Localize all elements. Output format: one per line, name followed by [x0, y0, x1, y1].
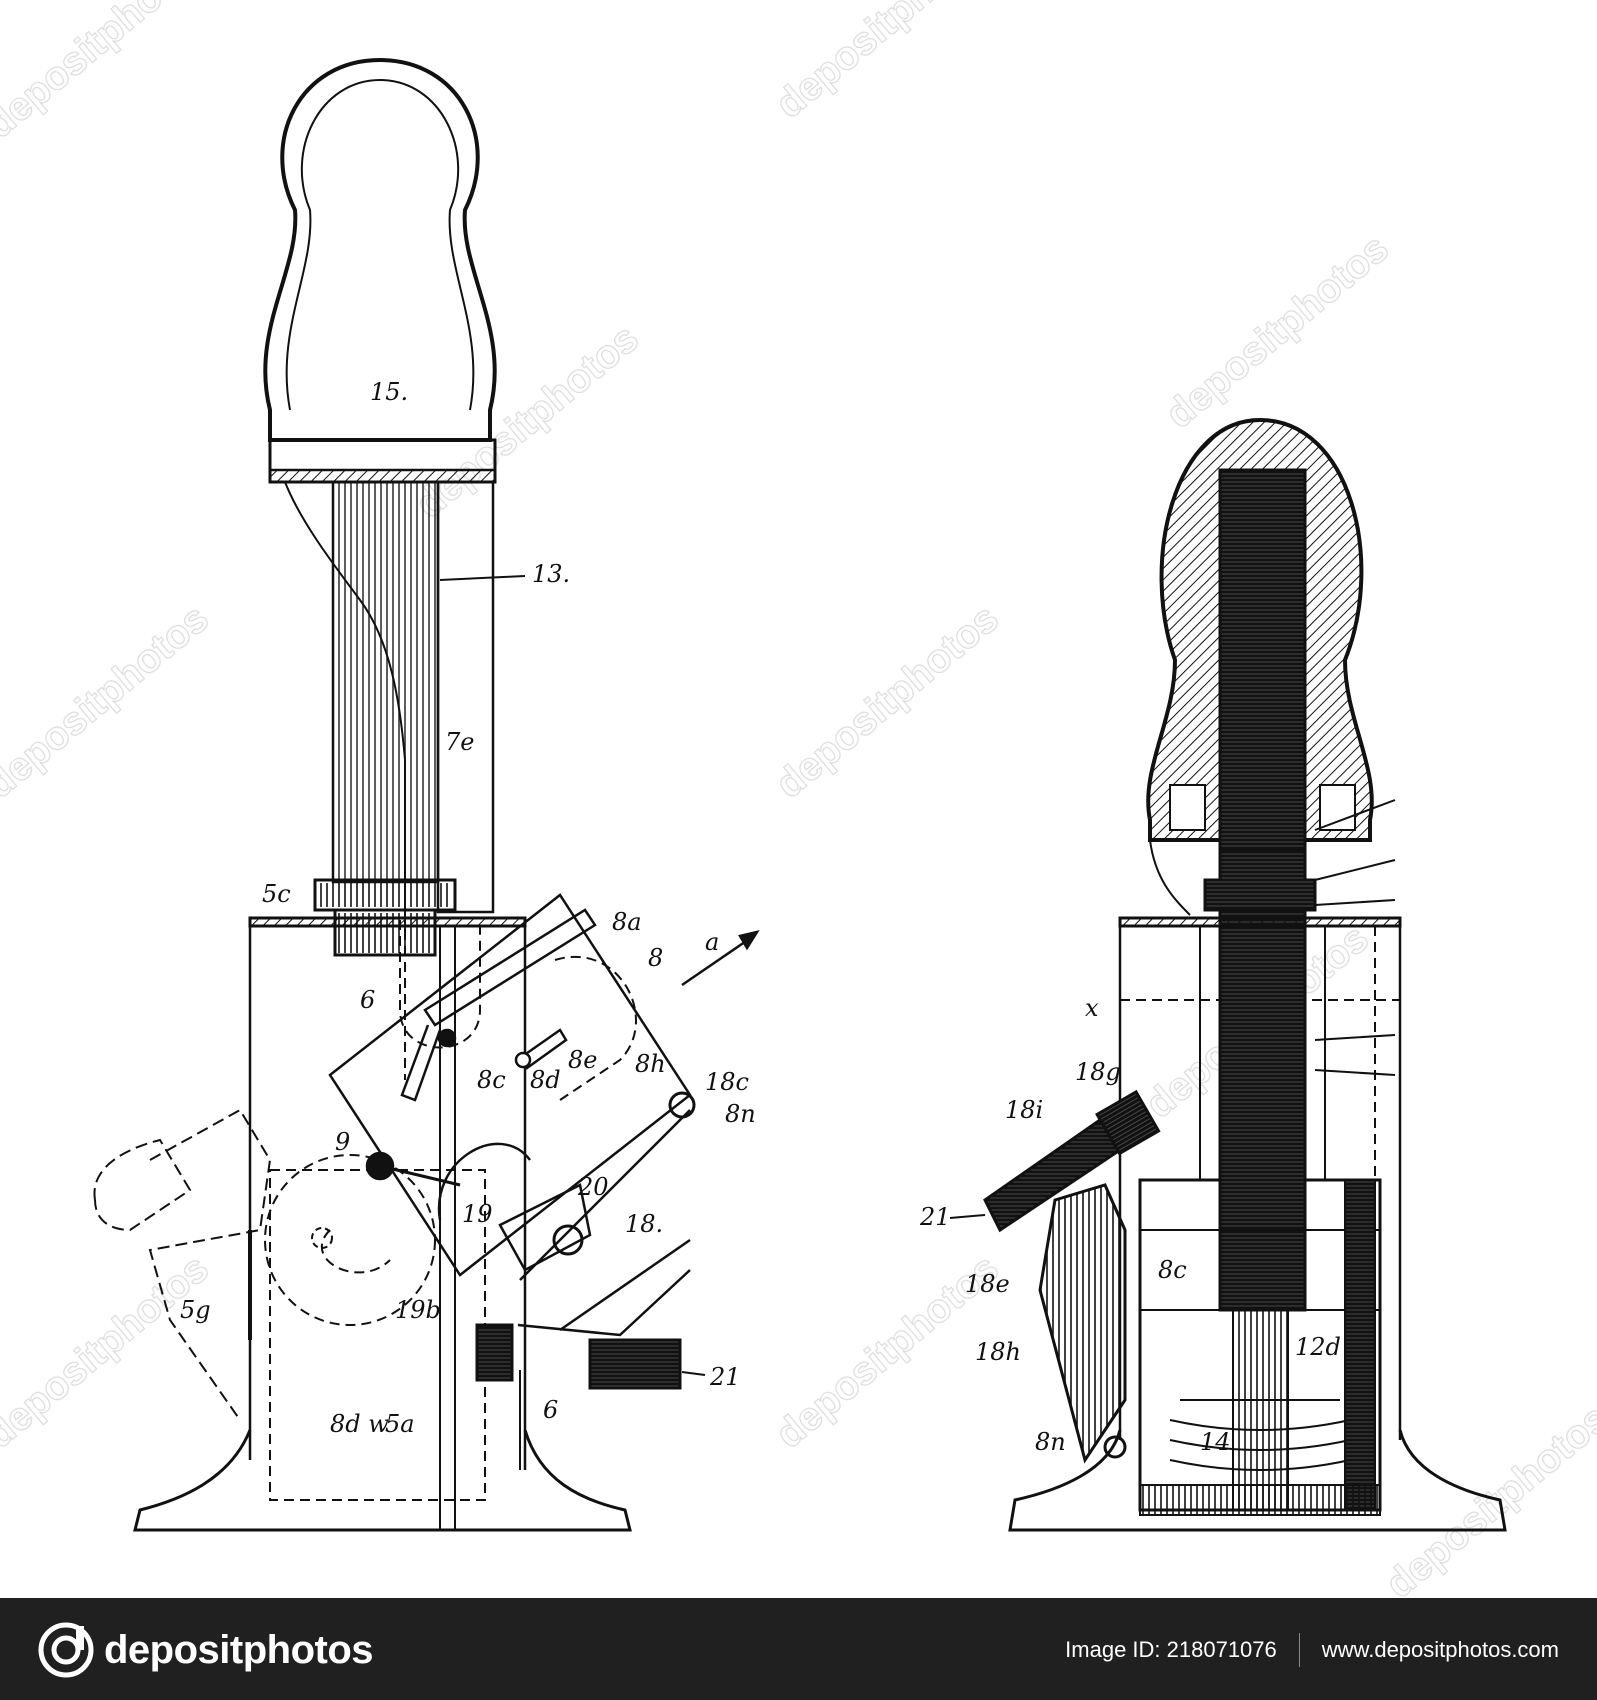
label-6-top: 6 [360, 986, 375, 1014]
label-13: 13. [532, 560, 570, 588]
label-9: 9 [335, 1128, 350, 1156]
footer-bar: depositphotos Image ID: 218071076 www.de… [0, 1598, 1597, 1700]
label-18e: 18e [965, 1270, 1010, 1298]
brand[interactable]: depositphotos [38, 1622, 374, 1678]
watermark-text: depositphotos [0, 1246, 217, 1457]
watermark-text: depositphotos [0, 0, 217, 147]
label-18g: 18g [1075, 1058, 1121, 1086]
left-labels: 15. 13. 7e 5c 8a 8 a 6 8e 8h 18c 8c 8d 8… [180, 378, 756, 1438]
label-18h: 18h [975, 1338, 1021, 1366]
label-8c: 8c [477, 1066, 506, 1094]
label-19: 19 [462, 1200, 493, 1228]
label-6-bottom: 6 [543, 1396, 558, 1424]
label-12d: 12d [1295, 1333, 1341, 1361]
label-8n: 8n [725, 1100, 756, 1128]
label-18: 18. [625, 1210, 663, 1238]
label-21-right: 21 [919, 1203, 951, 1231]
label-8n-right: 8n [1035, 1428, 1066, 1456]
label-5g: 5g [180, 1296, 211, 1324]
site-link[interactable]: www.depositphotos.com [1321, 1637, 1559, 1662]
watermark-text: depositphotos [768, 596, 1007, 807]
patent-drawing: depositphotos depositphotos depositphoto… [0, 0, 1597, 1598]
label-8: 8 [648, 944, 663, 972]
label-14: 14 [1200, 1428, 1231, 1456]
label-18c: 18c [705, 1068, 749, 1096]
base-flare [133, 1429, 632, 1532]
label-21: 21 [709, 1363, 741, 1391]
label-8d-w: 8d w [330, 1410, 389, 1438]
handle-knob [263, 57, 497, 442]
right-figure [983, 417, 1507, 1532]
image-meta: Image ID: 218071076 www.depositphotos.co… [1065, 1632, 1559, 1668]
label-7e: 7e [445, 728, 474, 756]
label-20: 20 [577, 1173, 609, 1201]
housing [248, 916, 527, 928]
watermark-text: depositphotos [408, 316, 647, 527]
label-5c: 5c [262, 880, 291, 908]
right-labels: x 18g 18i 21 18e 8c 18h 12d 14 8n [919, 994, 1341, 1456]
brand-name: depositphotos [104, 1627, 374, 1672]
label-19b: 19b [395, 1296, 441, 1324]
image-id: Image ID: 218071076 [1065, 1637, 1277, 1662]
watermark-text: depositphotos [0, 596, 217, 807]
left-figure [93, 57, 760, 1532]
label-5a: 5a [385, 1410, 415, 1438]
label-8d: 8d [530, 1066, 561, 1094]
watermark-text: depositphotos [1158, 226, 1397, 437]
watermark-text: depositphotos [768, 0, 1007, 127]
label-15: 15. [370, 378, 408, 406]
label-x: x [1085, 994, 1099, 1022]
label-a: a [705, 928, 719, 956]
label-8c-right: 8c [1158, 1256, 1187, 1284]
label-8a: 8a [612, 908, 642, 936]
label-18i: 18i [1005, 1096, 1043, 1124]
depositphotos-logo-icon [38, 1622, 94, 1678]
label-8h: 8h [635, 1050, 666, 1078]
divider [1298, 1633, 1300, 1667]
label-8e: 8e [568, 1046, 597, 1074]
